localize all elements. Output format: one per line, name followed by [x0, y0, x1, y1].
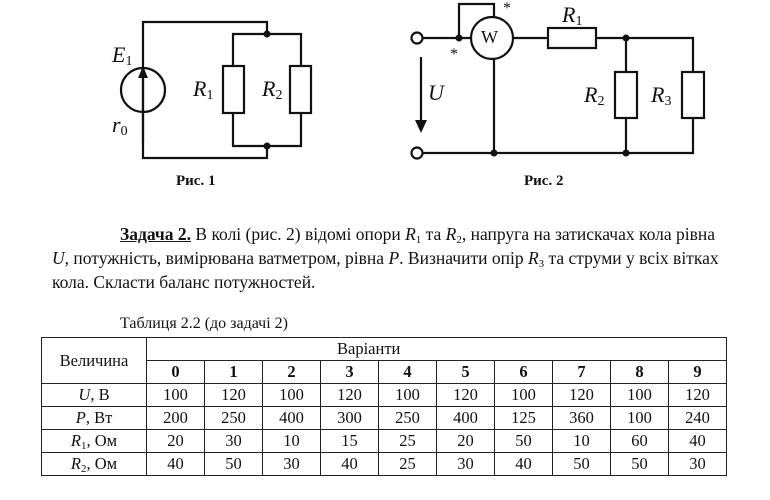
star-marker: *: [503, 0, 511, 17]
circuit-diagram-1: [119, 20, 313, 160]
variant-number: 6: [494, 360, 553, 384]
table-cell: 10: [552, 429, 611, 453]
terminal-bottom: [410, 146, 424, 160]
table-cell: 120: [436, 383, 495, 407]
label-r2-fig2: R2: [584, 82, 605, 109]
table-cell: 20: [146, 429, 205, 453]
table-cell: 50: [610, 452, 669, 476]
node-dot: [455, 34, 463, 42]
wire: [596, 36, 695, 72]
figure-1-caption: Рис. 1: [176, 173, 216, 189]
label-r3-fig2: R3: [651, 82, 672, 109]
resistor-r1-fig2: [546, 26, 598, 50]
table-caption: Таблиця 2.2 (до задачі 2): [120, 315, 288, 332]
node-dot: [263, 30, 271, 38]
variant-number: 5: [436, 360, 495, 384]
table-cell: 400: [262, 406, 321, 430]
variants-header: Варіанти: [146, 337, 727, 361]
table-cell: 100: [262, 383, 321, 407]
table-cell: 100: [146, 383, 205, 407]
variant-number: 1: [204, 360, 263, 384]
label-r2-fig1: R2: [262, 76, 283, 103]
table-cell: 30: [436, 452, 495, 476]
variant-number: 8: [610, 360, 669, 384]
terminal-top: [410, 31, 424, 45]
table-cell: 100: [610, 406, 669, 430]
table-cell: 10: [262, 429, 321, 453]
table-cell: 100: [610, 383, 669, 407]
resistor-r2-fig2: [613, 70, 639, 120]
node-dot: [263, 142, 271, 150]
table-cell: 120: [668, 383, 727, 407]
node-dot: [490, 149, 498, 157]
table-cell: 250: [378, 406, 437, 430]
quantity-header: Величина: [41, 337, 147, 384]
figure-2-caption: Рис. 2: [524, 173, 564, 189]
table-cell: 50: [552, 452, 611, 476]
table-cell: 400: [436, 406, 495, 430]
variant-number: 0: [146, 360, 205, 384]
table-cell: 120: [204, 383, 263, 407]
table-cell: 40: [146, 452, 205, 476]
quantity-label: R2, Ом: [41, 452, 147, 476]
wire: [423, 118, 695, 155]
label-r1-fig1: R1: [193, 76, 214, 103]
table-cell: 25: [378, 452, 437, 476]
quantity-label: U, В: [41, 383, 147, 407]
table-cell: 100: [494, 383, 553, 407]
table-cell: 125: [494, 406, 553, 430]
node-dot: [622, 149, 630, 157]
table-cell: 200: [146, 406, 205, 430]
wattmeter-label: W: [481, 27, 498, 47]
table-cell: 30: [204, 429, 263, 453]
circuit-diagram-2: [410, 2, 706, 160]
table-cell: 300: [320, 406, 379, 430]
variant-number: 2: [262, 360, 321, 384]
table-cell: 15: [320, 429, 379, 453]
resistor-r1-fig1: [221, 64, 246, 115]
wire: [141, 112, 269, 160]
table-cell: 40: [668, 429, 727, 453]
table-cell: 120: [552, 383, 611, 407]
table-cell: 360: [552, 406, 611, 430]
resistor-r3-fig2: [680, 70, 706, 120]
star-marker: *: [450, 46, 458, 63]
wire: [457, 2, 496, 38]
table-cell: 60: [610, 429, 669, 453]
problem-statement: Задача 2. В колі (рис. 2) відомі опори R…: [52, 224, 719, 292]
table-cell: 20: [436, 429, 495, 453]
label-e1: E1: [112, 42, 133, 69]
table-cell: 40: [320, 452, 379, 476]
table-header-row: Величина Варіанти: [41, 337, 727, 384]
label-r0: r0: [112, 112, 128, 139]
table-cell: 30: [668, 452, 727, 476]
resistor-r2-fig1: [288, 64, 313, 115]
table-cell: 40: [494, 452, 553, 476]
variant-number: 4: [378, 360, 437, 384]
quantity-label: R1, Ом: [41, 429, 147, 453]
label-u: U: [428, 80, 444, 105]
table-cell: 100: [378, 383, 437, 407]
table-cell: 250: [204, 406, 263, 430]
problem-title: Задача 2.: [120, 224, 192, 244]
table-cell: 30: [262, 452, 321, 476]
variant-number: 7: [552, 360, 611, 384]
quantity-label: P, Вт: [41, 406, 147, 430]
arrow-head-icon: [415, 120, 427, 133]
table-cell: 240: [668, 406, 727, 430]
node-dot: [622, 34, 630, 42]
variant-number: 3: [320, 360, 379, 384]
table-cell: 50: [204, 452, 263, 476]
label-r1-fig2: R1: [562, 2, 583, 29]
arrow-head-icon: [138, 66, 148, 78]
table-cell: 120: [320, 383, 379, 407]
table-cell: 25: [378, 429, 437, 453]
variant-number: 9: [668, 360, 727, 384]
table-cell: 50: [494, 429, 553, 453]
